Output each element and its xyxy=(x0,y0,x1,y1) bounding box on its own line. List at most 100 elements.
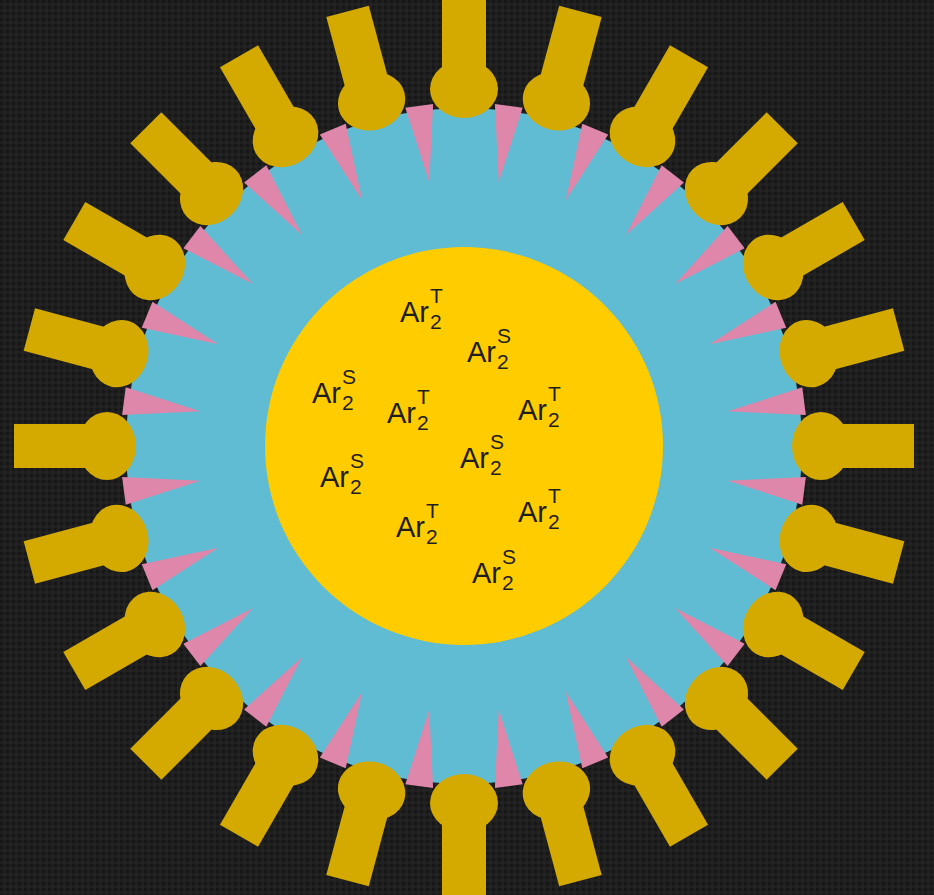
head-group xyxy=(516,754,613,889)
head-group xyxy=(672,654,806,788)
head-group xyxy=(772,297,907,394)
state-superscript: S xyxy=(497,325,511,346)
head-group xyxy=(792,412,914,480)
count-subscript: 2 xyxy=(430,311,442,332)
head-group xyxy=(672,104,806,238)
element-symbol: Ar xyxy=(472,559,501,587)
tail-wedge xyxy=(183,597,261,666)
count-subscript: 2 xyxy=(502,572,514,593)
state-superscript: T xyxy=(426,500,439,521)
tail-wedge xyxy=(615,649,684,727)
element-symbol: Ar xyxy=(312,379,341,407)
head-blob xyxy=(516,64,597,138)
head-blob xyxy=(731,581,815,669)
head-blob xyxy=(772,498,846,579)
head-group xyxy=(122,654,256,788)
head-blob xyxy=(167,654,256,743)
head-group xyxy=(14,412,136,480)
state-superscript: T xyxy=(417,386,430,407)
state-superscript: T xyxy=(430,285,443,306)
head-group xyxy=(57,192,197,312)
tail-wedge xyxy=(405,104,443,184)
tail-wedge xyxy=(320,686,375,768)
count-subscript: 2 xyxy=(548,511,560,532)
count-subscript: 2 xyxy=(342,392,354,413)
head-group xyxy=(315,754,412,889)
count-subscript: 2 xyxy=(548,409,560,430)
head-group xyxy=(516,3,613,138)
element-symbol: Ar xyxy=(467,338,496,366)
head-group xyxy=(430,774,498,895)
head-group xyxy=(772,498,907,595)
count-subscript: 2 xyxy=(490,457,502,478)
count-subscript: 2 xyxy=(350,476,362,497)
tail-wedge xyxy=(142,535,224,590)
tail-wedge xyxy=(704,302,786,357)
tail-wedge xyxy=(667,226,745,295)
tail-wedge xyxy=(405,708,443,788)
head-group xyxy=(21,297,156,394)
element-symbol: Ar xyxy=(460,444,489,472)
head-blob xyxy=(672,654,761,743)
tail-wedge xyxy=(320,124,375,206)
head-group xyxy=(599,39,719,179)
tail-wedge xyxy=(553,686,608,768)
head-blob xyxy=(672,149,761,238)
count-subscript: 2 xyxy=(426,526,438,547)
head-group xyxy=(21,498,156,595)
tail-wedge xyxy=(485,104,523,184)
state-superscript: T xyxy=(548,485,561,506)
tail-wedge xyxy=(122,467,202,505)
head-group xyxy=(315,3,412,138)
element-symbol: Ar xyxy=(320,463,349,491)
core-circle: ArT2ArS2ArS2ArT2ArT2ArS2ArS2ArT2ArT2ArS2 xyxy=(265,247,663,645)
state-superscript: S xyxy=(342,366,356,387)
state-superscript: S xyxy=(350,450,364,471)
element-symbol: Ar xyxy=(400,298,429,326)
tail-wedge xyxy=(615,165,684,243)
head-group xyxy=(57,581,197,701)
head-blob xyxy=(113,581,197,669)
head-group xyxy=(210,713,330,853)
head-blob xyxy=(331,754,412,828)
head-blob xyxy=(78,412,136,480)
count-subscript: 2 xyxy=(417,412,429,433)
tail-wedge xyxy=(244,649,313,727)
state-superscript: T xyxy=(548,383,561,404)
head-blob xyxy=(772,313,846,394)
head-blob xyxy=(731,224,815,312)
head-blob xyxy=(167,149,256,238)
head-blob xyxy=(82,498,156,579)
element-symbol: Ar xyxy=(518,498,547,526)
count-subscript: 2 xyxy=(497,351,509,372)
head-blob xyxy=(792,412,850,480)
head-blob xyxy=(516,754,597,828)
tail-wedge xyxy=(142,302,224,357)
head-blob xyxy=(242,713,330,797)
shell-ring xyxy=(126,108,802,784)
tail-wedge xyxy=(553,124,608,206)
head-blob xyxy=(82,313,156,394)
element-symbol: Ar xyxy=(518,396,547,424)
tail-wedge xyxy=(726,467,806,505)
element-symbol: Ar xyxy=(396,513,425,541)
tail-wedge xyxy=(667,597,745,666)
tail-wedge xyxy=(244,165,313,243)
tail-wedge xyxy=(726,387,806,425)
tail-wedge xyxy=(704,535,786,590)
head-blob xyxy=(113,224,197,312)
tail-wedge xyxy=(485,708,523,788)
head-group xyxy=(731,581,871,701)
core-fill xyxy=(265,247,663,645)
head-blob xyxy=(242,95,330,179)
tail-wedge xyxy=(183,226,261,295)
head-group xyxy=(731,192,871,312)
state-superscript: S xyxy=(490,431,504,452)
head-group xyxy=(599,713,719,853)
tail-wedge xyxy=(122,387,202,425)
state-superscript: S xyxy=(502,546,516,567)
head-group xyxy=(430,0,498,118)
head-blob xyxy=(430,774,498,832)
head-blob xyxy=(430,60,498,118)
